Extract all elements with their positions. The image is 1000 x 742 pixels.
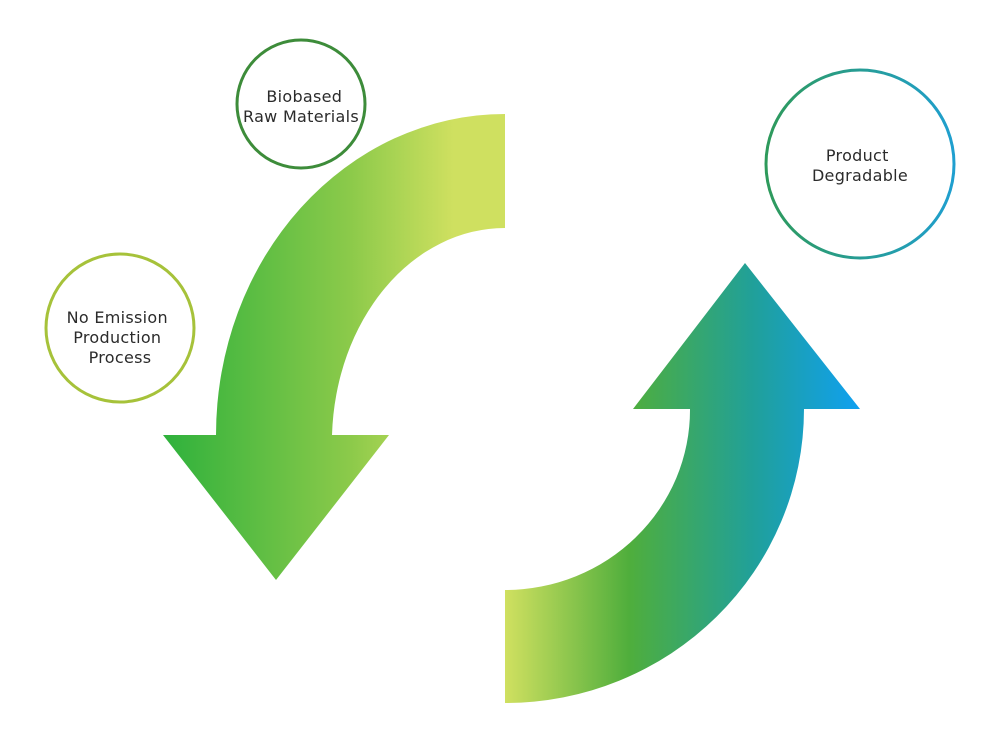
node-degradable-ring bbox=[764, 68, 956, 260]
node-no-emission-line-3: Process bbox=[89, 348, 152, 367]
node-no-emission-line-1: No Emission bbox=[67, 308, 168, 327]
node-no-emission-line-2: Production bbox=[73, 328, 161, 347]
node-degradable-label: Product Degradable bbox=[812, 146, 908, 185]
node-no-emission-ring bbox=[44, 252, 196, 404]
node-biobased-line-2: Raw Materials bbox=[243, 107, 359, 126]
node-biobased-ring bbox=[235, 38, 367, 170]
node-biobased: Biobased Raw Materials bbox=[235, 38, 367, 170]
left-cycle-arrow bbox=[163, 114, 505, 580]
node-biobased-line-1: Biobased bbox=[266, 87, 342, 106]
node-degradable: Product Degradable bbox=[764, 68, 956, 260]
node-degradable-line-1: Product bbox=[826, 146, 889, 165]
node-no-emission: No Emission Production Process bbox=[44, 252, 196, 404]
node-no-emission-label: No Emission Production Process bbox=[67, 308, 174, 367]
right-cycle-arrow bbox=[505, 263, 860, 703]
node-degradable-line-2: Degradable bbox=[812, 166, 908, 185]
node-biobased-label: Biobased Raw Materials bbox=[243, 87, 359, 126]
